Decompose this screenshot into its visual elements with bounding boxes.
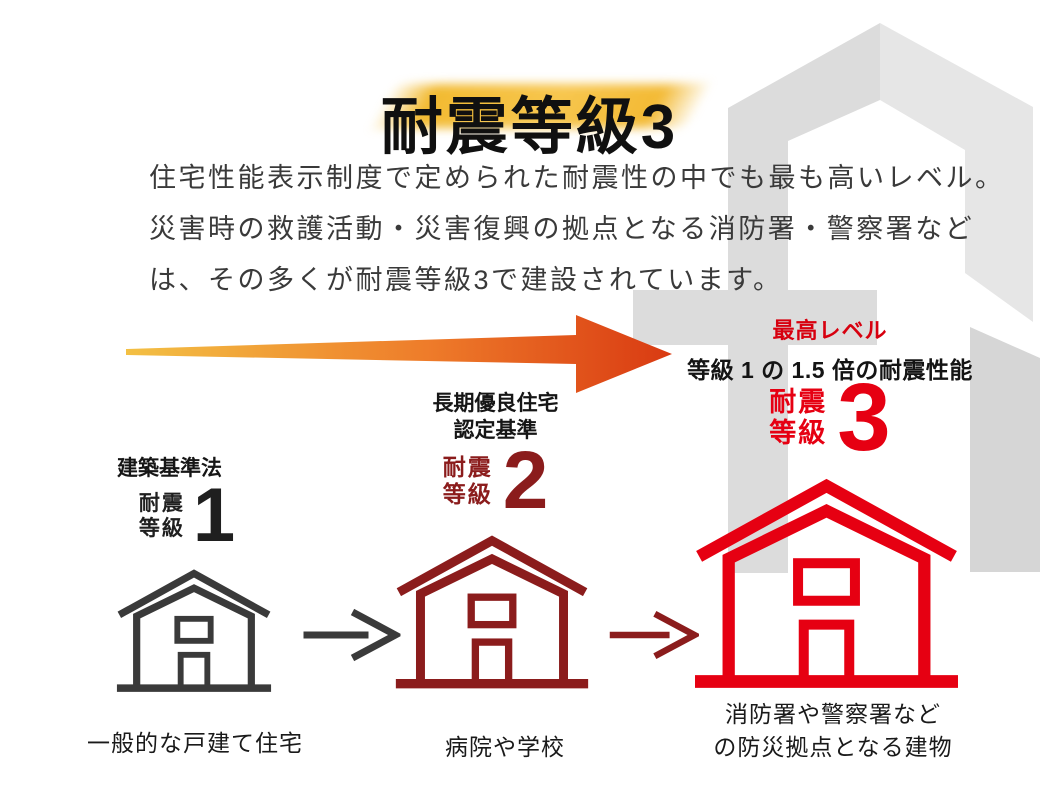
max-level-label: 最高レベル — [772, 318, 888, 343]
grade1-number: 1 — [192, 473, 236, 558]
arrow-right-icon-1 — [293, 605, 408, 665]
watermark-right-roof-wall — [880, 23, 1033, 322]
grade1-caption: 一般的な戸建て住宅 — [87, 730, 303, 756]
grade1-standard: 建築基準法 — [117, 457, 222, 480]
grade3-number: 3 — [837, 364, 891, 471]
house-icon-grade2 — [392, 524, 592, 692]
page-title: 耐震等級3 — [380, 92, 679, 162]
house-icon-grade3 — [690, 463, 963, 693]
grade3-callout: 最高レベル 等級 1 の 1.5 倍の耐震性能 — [660, 313, 1000, 385]
description-paragraph: 住宅性能表示制度で定められた耐震性の中でも最も高いレベル。 災害時の救護活動・災… — [149, 153, 1005, 306]
house-icon-grade1 — [114, 560, 274, 695]
description-line-1: 住宅性能表示制度で定められた耐震性の中でも最も高いレベル。 — [149, 163, 1005, 193]
performance-note: 等級 1 の 1.5 倍の耐震性能 — [687, 357, 973, 383]
grade2-badge: 耐震 等級 2 — [423, 435, 568, 526]
arrow-right-icon-2 — [607, 603, 699, 667]
grade3-word: 耐震 等級 — [769, 387, 828, 448]
watermark-left-roof-wall — [728, 23, 880, 573]
grade3-badge: 耐震 等級 3 — [700, 364, 960, 471]
tapered-growth-arrow-icon — [126, 315, 672, 393]
grade2-standard: 長期優良住宅 認定基準 — [432, 392, 559, 442]
watermark-right-lower-bar — [970, 327, 1040, 572]
description-line-3: は、その多くが耐震等級3で建設されています。 — [149, 265, 783, 295]
description-line-2: 災害時の救護活動・災害復興の拠点となる消防署・警察署など — [149, 214, 975, 244]
grade2-word: 耐震 等級 — [442, 454, 493, 507]
grade1-badge: 耐震 等級 1 — [131, 473, 243, 558]
grade1-word: 耐震 等級 — [138, 492, 185, 540]
grade2-caption: 病院や学校 — [445, 734, 565, 760]
watermark-horizontal-bar — [633, 290, 877, 345]
grade3-caption: 消防署や警察署など の防災拠点となる建物 — [713, 701, 953, 760]
grade2-number: 2 — [502, 435, 549, 526]
